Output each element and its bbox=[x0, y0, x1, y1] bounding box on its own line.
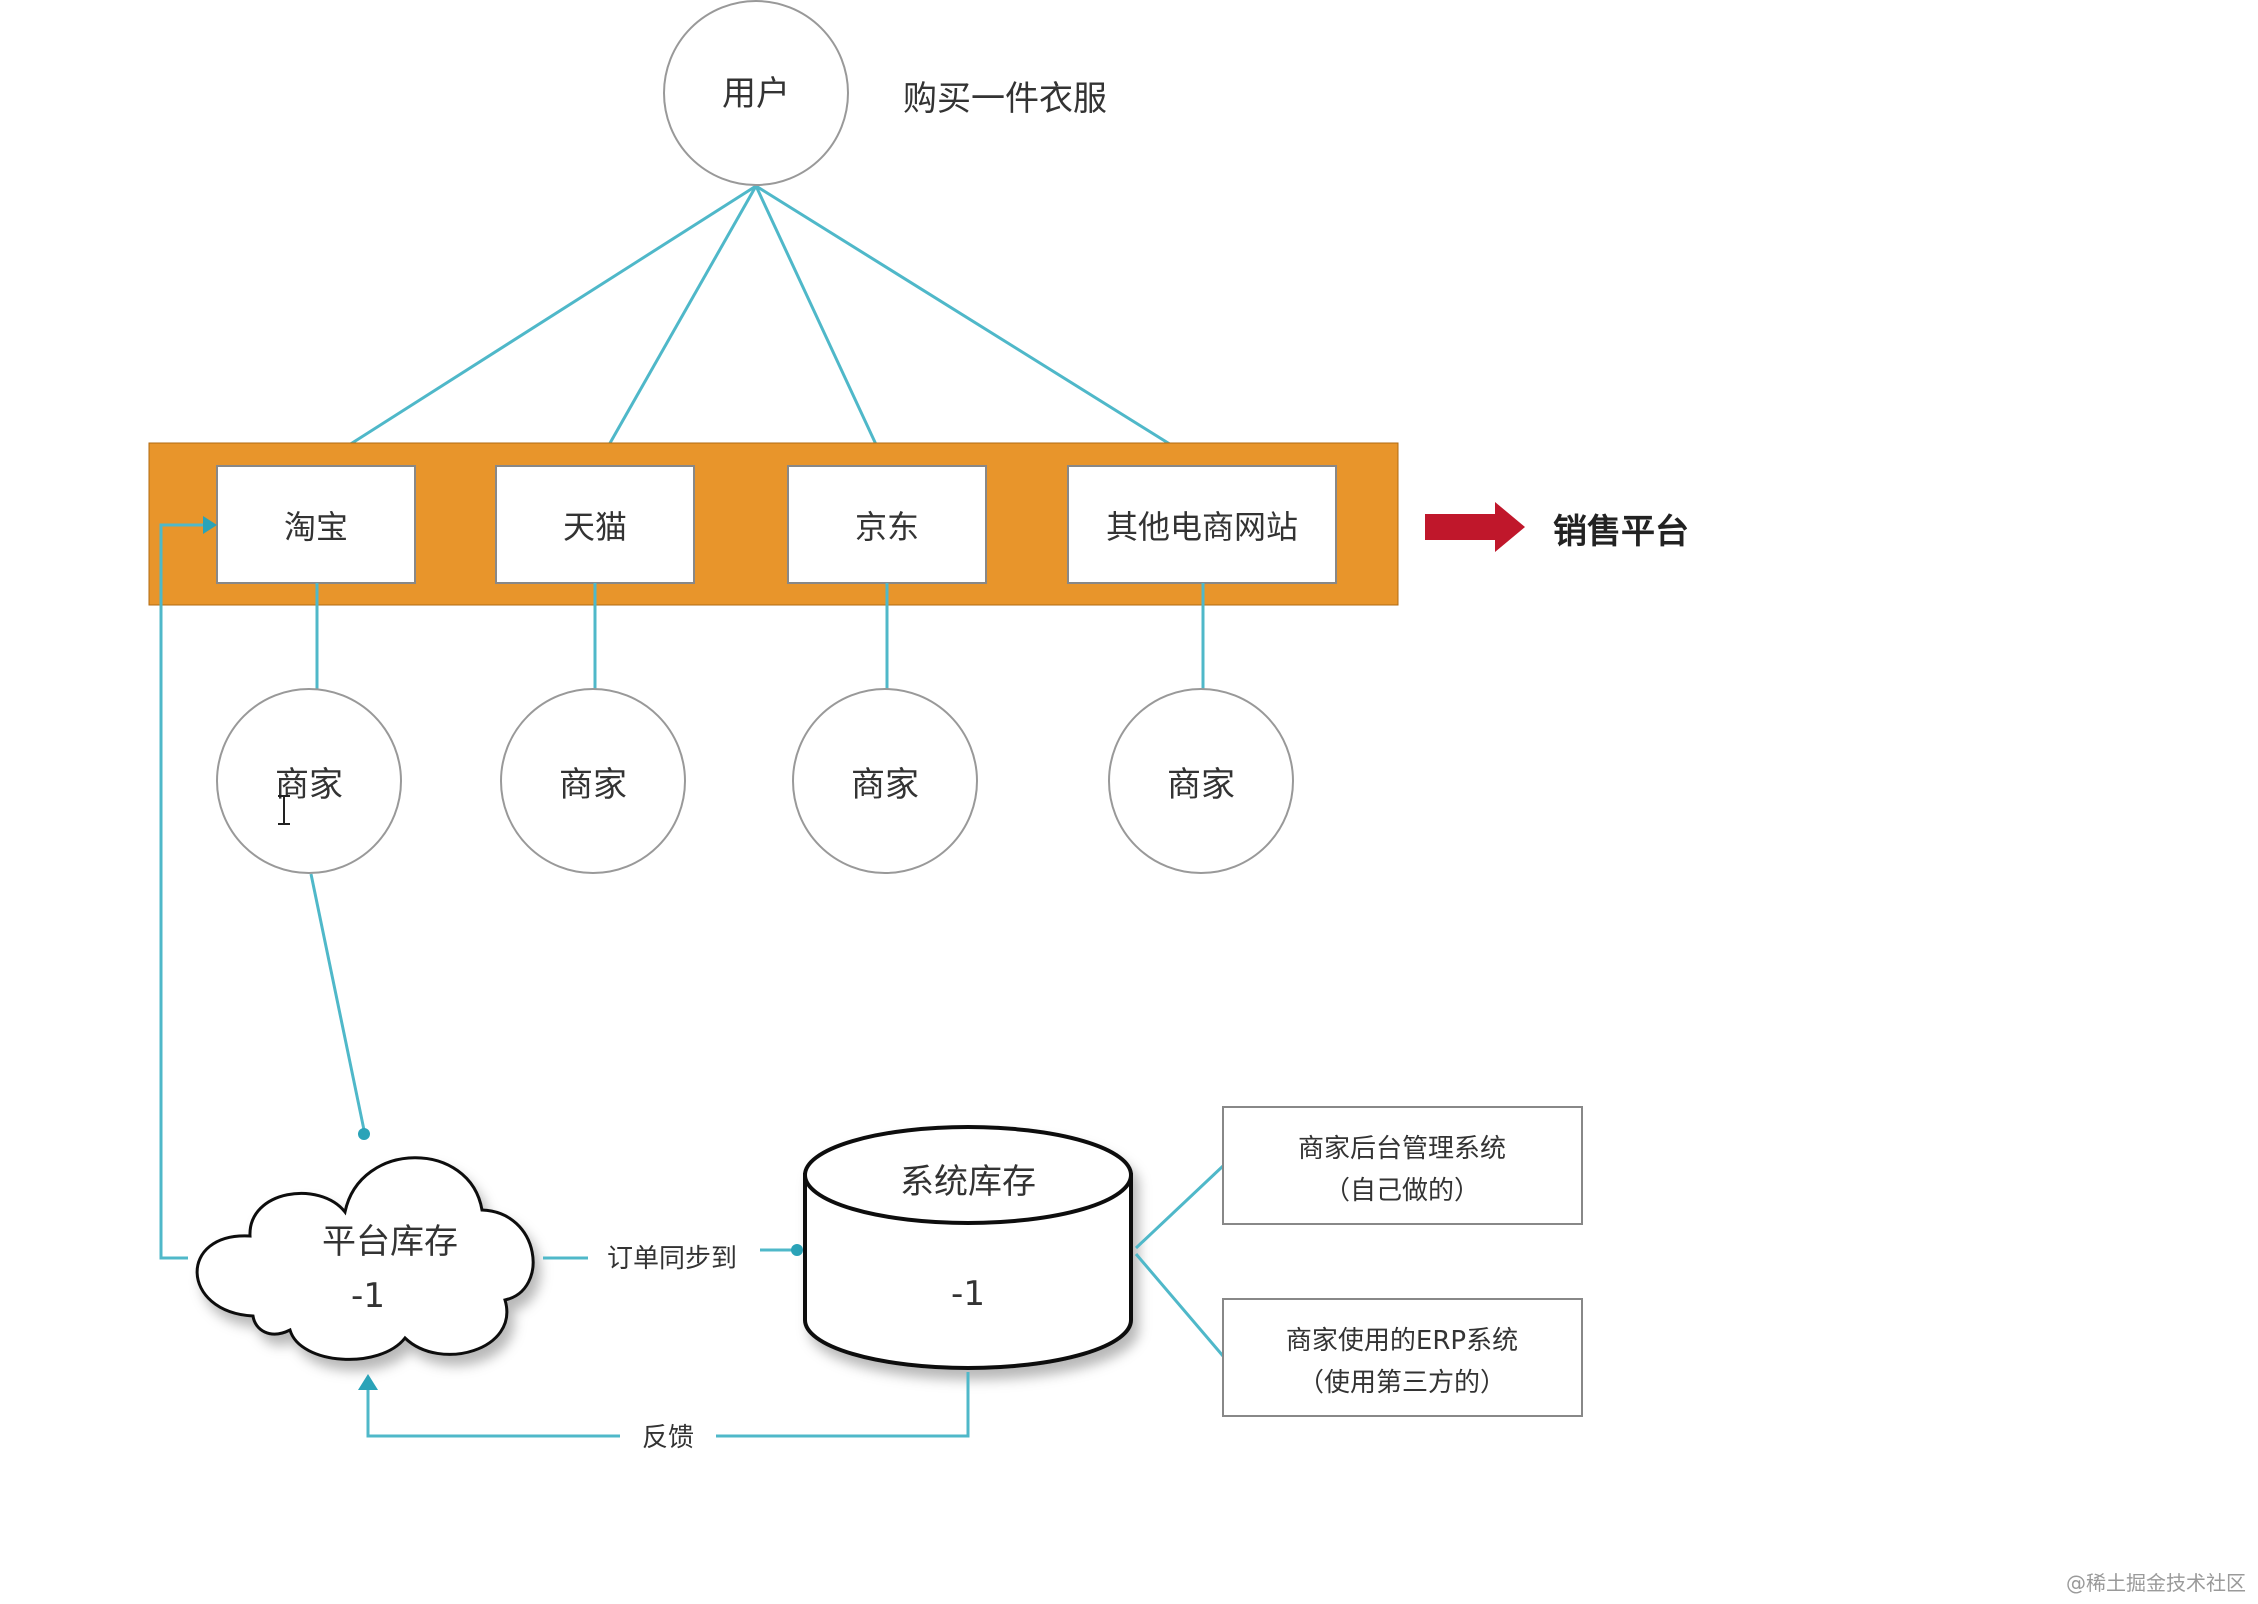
system-box-line1: 商家后台管理系统 bbox=[1298, 1134, 1506, 1164]
arrow-dot-icon bbox=[358, 1128, 370, 1140]
system-box: 商家后台管理系统 （自己做的） bbox=[1222, 1106, 1583, 1225]
platform-label: 天猫 bbox=[563, 508, 627, 546]
user-node bbox=[663, 0, 849, 186]
system-box: 商家使用的ERP系统 （使用第三方的） bbox=[1222, 1298, 1583, 1417]
system-stock-value: -1 bbox=[951, 1274, 985, 1314]
system-connector bbox=[1134, 1164, 1225, 1250]
arrow-head-icon bbox=[203, 516, 217, 534]
feedback-label: 反馈 bbox=[642, 1423, 694, 1453]
merchant-label: 商家 bbox=[275, 765, 343, 805]
text-cursor-icon bbox=[278, 795, 290, 825]
platform-label: 京东 bbox=[855, 508, 919, 546]
merchant-node bbox=[792, 688, 978, 874]
user-connectors bbox=[315, 184, 1206, 468]
merchant-label: 商家 bbox=[1167, 765, 1235, 805]
arrow-dot-icon bbox=[791, 1244, 803, 1256]
system-stock-cylinder bbox=[803, 1125, 1133, 1370]
platform-box: 淘宝 bbox=[216, 465, 416, 584]
platform-box: 其他电商网站 bbox=[1067, 465, 1337, 584]
platform-label: 淘宝 bbox=[284, 508, 348, 546]
watermark: @稀土掘金技术社区 bbox=[2066, 1571, 2246, 1595]
merchant-label: 商家 bbox=[559, 765, 627, 805]
system-stock-title: 系统库存 bbox=[900, 1162, 1036, 1202]
platform-stock-cloud bbox=[195, 1156, 535, 1361]
platform-stock-title: 平台库存 bbox=[322, 1222, 458, 1262]
merchant-node bbox=[216, 688, 402, 874]
platform-box: 京东 bbox=[787, 465, 987, 584]
system-box-line2: （使用第三方的） bbox=[1298, 1368, 1506, 1398]
feedback-line-left bbox=[366, 1388, 620, 1438]
sync-label: 订单同步到 bbox=[607, 1244, 737, 1274]
system-connector bbox=[1134, 1253, 1225, 1357]
system-box-line2: （自己做的） bbox=[1324, 1176, 1480, 1206]
platform-group-label: 销售平台 bbox=[1553, 512, 1689, 552]
system-box-line1: 商家使用的ERP系统 bbox=[1286, 1326, 1518, 1356]
user-action-label: 购买一件衣服 bbox=[903, 79, 1107, 119]
platform-box: 天猫 bbox=[495, 465, 695, 584]
user-label: 用户 bbox=[722, 74, 790, 114]
arrow-head-icon bbox=[358, 1374, 378, 1390]
stock-to-taobao-arrow bbox=[159, 523, 208, 1260]
platform-stock-value: -1 bbox=[351, 1276, 385, 1316]
merchant-node bbox=[500, 688, 686, 874]
merchant-node bbox=[1108, 688, 1294, 874]
feedback-line-right bbox=[716, 1372, 970, 1438]
merchant-label: 商家 bbox=[851, 765, 919, 805]
merchant-connectors bbox=[315, 583, 1205, 690]
platform-label: 其他电商网站 bbox=[1106, 508, 1298, 546]
right-arrow-icon bbox=[1425, 502, 1525, 552]
merchant-to-stock-arrow bbox=[309, 873, 366, 1131]
